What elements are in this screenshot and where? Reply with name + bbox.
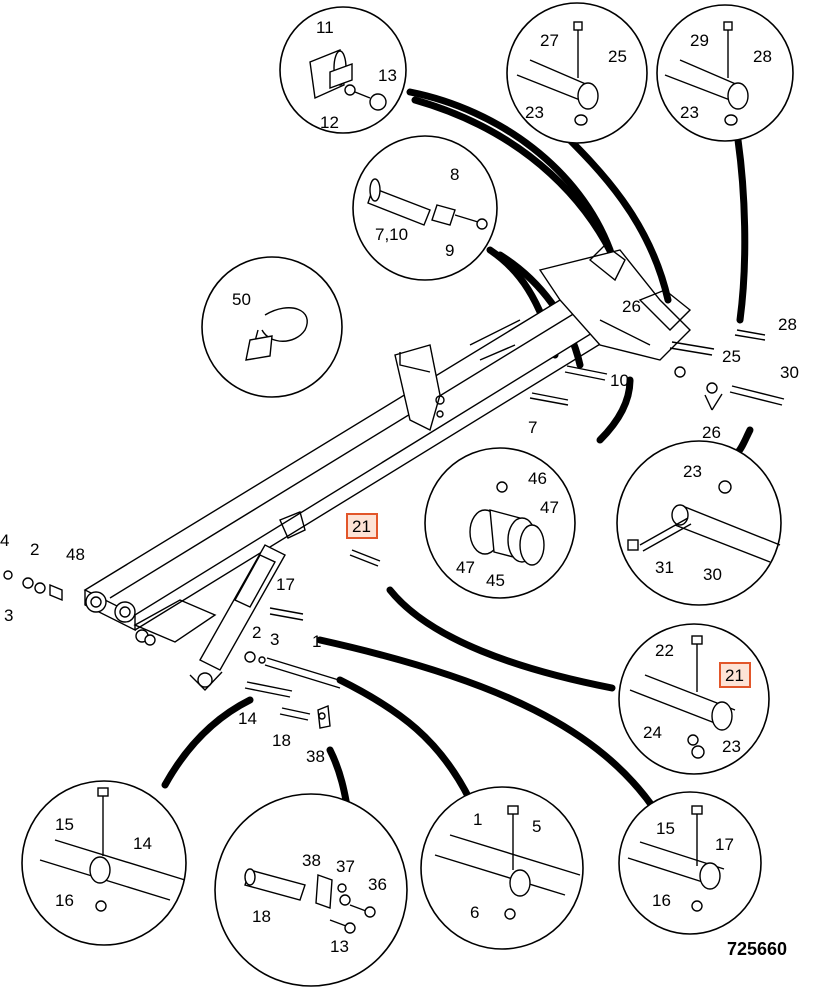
label-10: 10 — [610, 371, 629, 390]
label-5: 5 — [532, 817, 541, 836]
detail-circle-11-12-13: 11 13 12 — [279, 6, 407, 134]
label-15: 15 — [55, 815, 74, 834]
label-16: 16 — [652, 891, 671, 910]
label-23: 23 — [683, 462, 702, 481]
label-1: 1 — [473, 810, 482, 829]
label-17: 17 — [715, 835, 734, 854]
label-25: 25 — [608, 47, 627, 66]
label-14: 14 — [238, 709, 257, 728]
label-47: 47 — [540, 498, 559, 517]
label-50: 50 — [232, 290, 251, 309]
label-46: 46 — [528, 469, 547, 488]
label-6: 6 — [470, 903, 479, 922]
detail-circle-15-17-16: 15 17 16 — [618, 791, 762, 935]
label-4: 4 — [0, 531, 9, 550]
label-28: 28 — [778, 315, 797, 334]
highlight-box-21 — [346, 513, 378, 539]
label-27: 27 — [540, 31, 559, 50]
label-18: 18 — [252, 907, 271, 926]
label-48: 48 — [66, 545, 85, 564]
label-37: 37 — [336, 857, 355, 876]
label-28: 28 — [753, 47, 772, 66]
label-15: 15 — [656, 819, 675, 838]
label-22: 22 — [655, 641, 674, 660]
label-18: 18 — [272, 731, 291, 750]
label-29: 29 — [690, 31, 709, 50]
callout-connectors — [161, 88, 754, 829]
label-2: 2 — [30, 540, 39, 559]
label-36: 36 — [368, 875, 387, 894]
label-8: 8 — [450, 165, 459, 184]
label-21-highlighted: 21 — [725, 666, 744, 685]
detail-circle-1-5-6: 1 5 6 — [420, 786, 584, 950]
label-7: 7 — [528, 418, 537, 437]
detail-circle-23-31-30: 23 31 30 — [616, 440, 782, 606]
label-26: 26 — [702, 423, 721, 442]
label-12: 12 — [320, 113, 339, 132]
label-9: 9 — [445, 241, 454, 260]
label-7-10: 7,10 — [375, 225, 408, 244]
figure-number: 725660 — [727, 939, 787, 959]
detail-circle-27-25-23: 27 25 23 — [506, 2, 648, 144]
label-24: 24 — [643, 723, 662, 742]
label-47: 47 — [456, 558, 475, 577]
label-16: 16 — [55, 891, 74, 910]
label-23: 23 — [680, 103, 699, 122]
label-30: 30 — [780, 363, 799, 382]
label-3: 3 — [4, 606, 13, 625]
label-11: 11 — [316, 18, 334, 37]
label-26: 26 — [622, 297, 641, 316]
highlight-box-21 — [719, 662, 751, 688]
label-21-highlighted: 21 — [352, 517, 371, 536]
detail-circle-29-28-23: 29 28 23 — [656, 4, 794, 142]
boom-assembly — [83, 244, 692, 692]
label-14: 14 — [133, 834, 152, 853]
label-1: 1 — [312, 632, 321, 651]
detail-circle-22-21-24-23: 22 21 24 23 — [618, 623, 770, 775]
label-25: 25 — [722, 347, 741, 366]
detail-circle-46-47-45: 46 47 47 45 — [424, 447, 576, 599]
label-38: 38 — [302, 851, 321, 870]
label-13: 13 — [378, 66, 397, 85]
label-13: 13 — [330, 937, 349, 956]
label-2: 2 — [252, 623, 261, 642]
detail-circle-15-14-16: 15 14 16 — [21, 780, 187, 946]
label-30: 30 — [703, 565, 722, 584]
main-labels: 26 28 25 10 30 7 26 4 2 48 3 21 17 2 3 1… — [0, 297, 799, 959]
loose-parts — [3, 329, 785, 729]
label-31: 31 — [655, 558, 674, 577]
label-45: 45 — [486, 571, 505, 590]
label-23: 23 — [525, 103, 544, 122]
detail-circle-50: 50 — [201, 256, 343, 398]
detail-circle-38-37-36-18-13: 38 37 36 18 13 — [214, 793, 408, 987]
label-23: 23 — [722, 737, 741, 756]
label-3: 3 — [270, 630, 279, 649]
label-17: 17 — [276, 575, 295, 594]
detail-circle-8-7-10-9: 8 7,10 9 — [352, 135, 498, 281]
label-38: 38 — [306, 747, 325, 766]
